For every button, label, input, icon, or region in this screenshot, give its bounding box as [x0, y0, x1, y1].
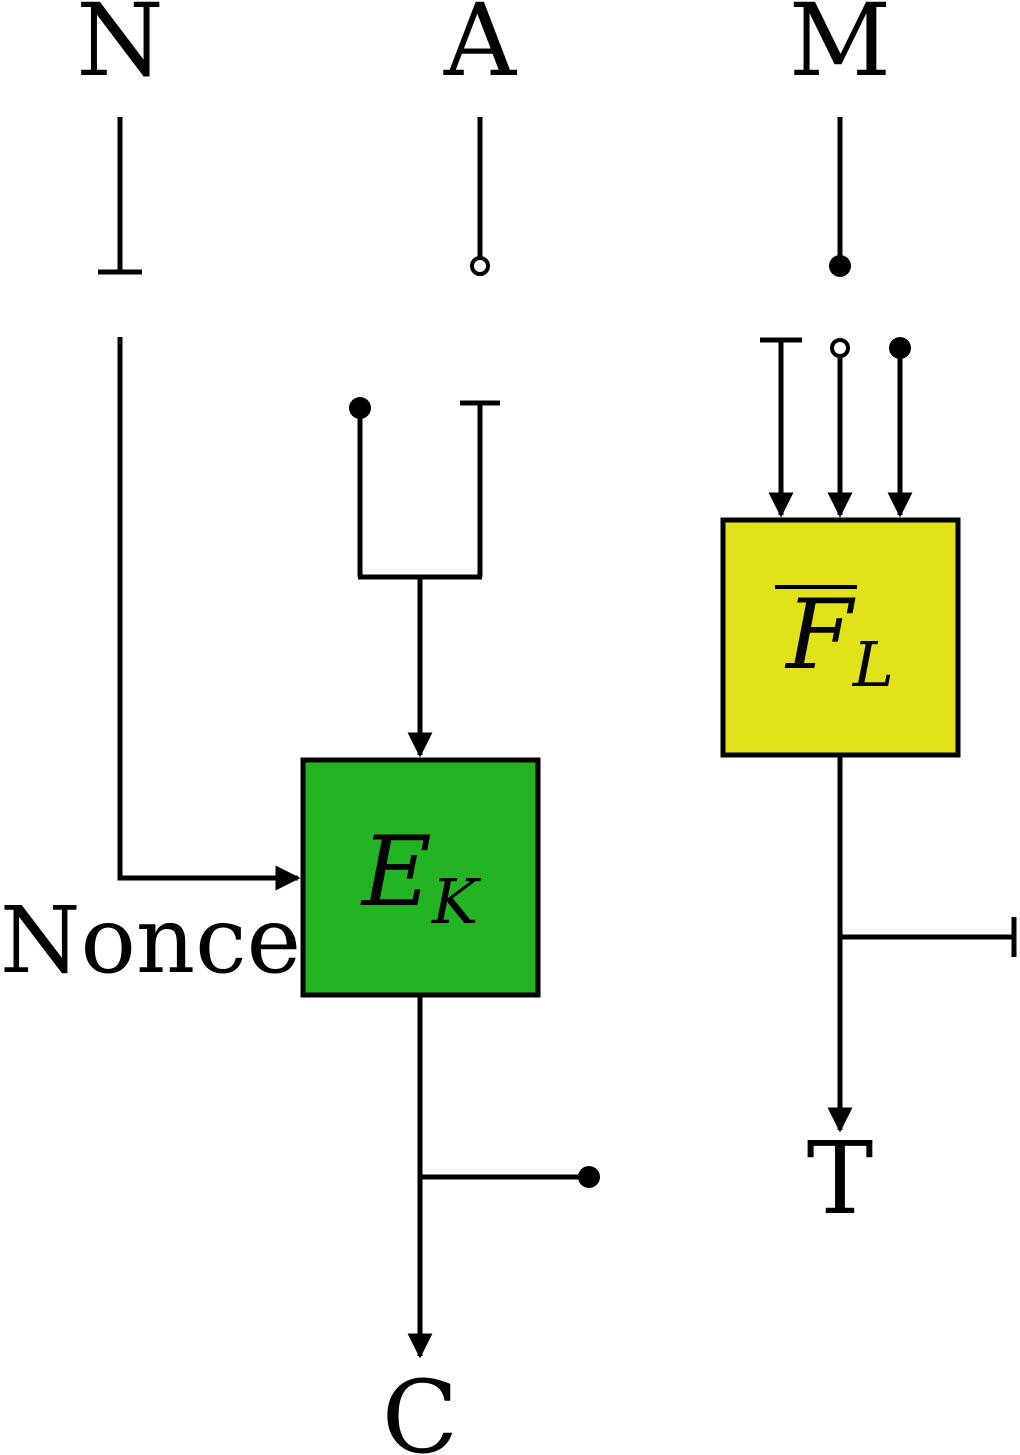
- nonce-label: Nonce: [0, 887, 301, 994]
- encrypt-block-label: EK: [360, 816, 482, 938]
- tag-output-wire: [827, 755, 1017, 1133]
- mac-block-label: FL: [784, 579, 894, 701]
- output-label-t: T: [807, 1120, 874, 1237]
- ciphertext-output-wire: [407, 995, 600, 1359]
- encrypt-block-ek: EK: [300, 757, 541, 998]
- n-input-wire: [98, 117, 142, 275]
- fl-input-wires: [760, 337, 913, 518]
- mac-block-box: [720, 517, 961, 758]
- filled-dot-terminal: [578, 1166, 600, 1188]
- input-label-m: M: [789, 0, 891, 99]
- encrypt-block-box: [300, 757, 541, 998]
- input-label-a: A: [443, 0, 518, 99]
- a-input-wire: [470, 117, 490, 276]
- mac-block-fl: FL: [720, 517, 961, 758]
- m-input-wire: [829, 117, 851, 277]
- output-label-c: C: [382, 1359, 459, 1455]
- open-circle-terminal: [830, 338, 850, 358]
- nonce-wire: [117, 337, 301, 891]
- open-circle-terminal: [470, 256, 490, 276]
- filled-dot-terminal: [829, 255, 851, 277]
- input-label-n: N: [76, 0, 164, 99]
- ek-top-input-wires: [349, 397, 500, 758]
